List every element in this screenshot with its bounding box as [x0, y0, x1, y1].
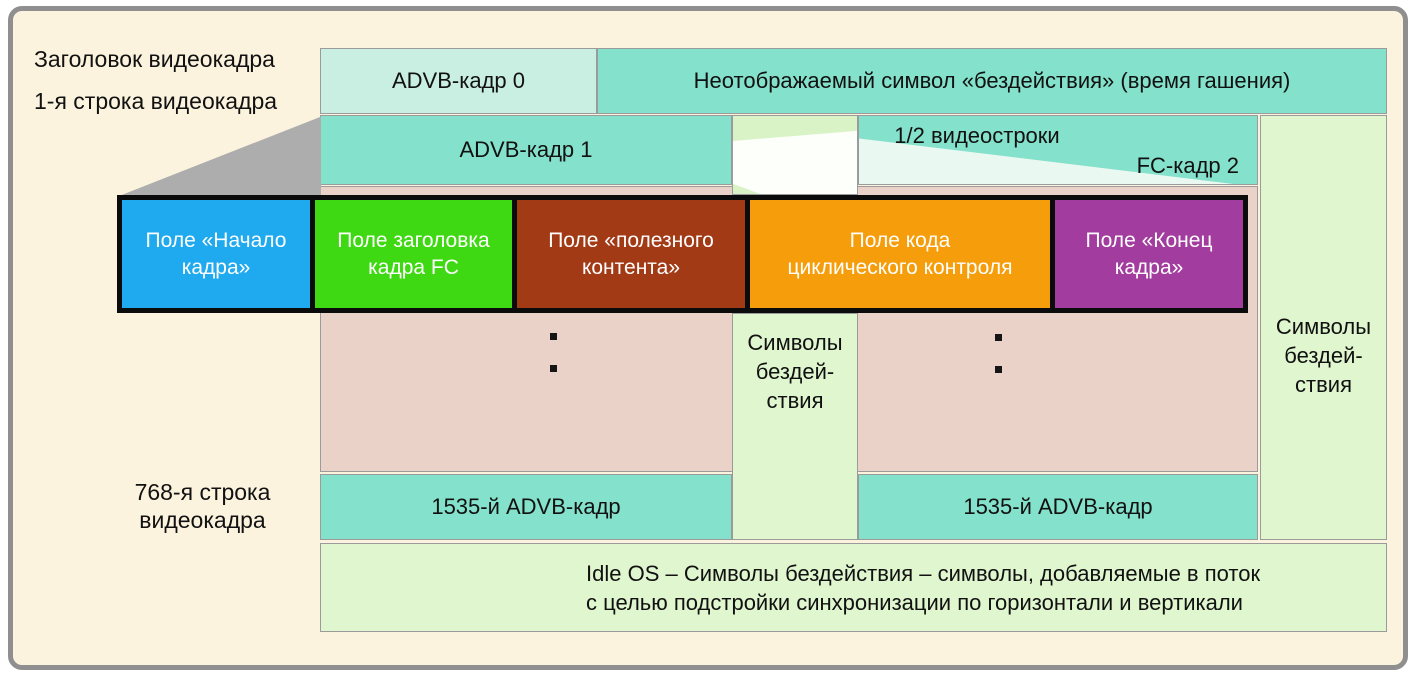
field-fc-line-2: кадра FC — [368, 256, 459, 279]
field-payload: Поле «полезного контента» — [517, 200, 745, 308]
idle-middle-line-2: бездей- — [755, 359, 835, 384]
blanking-symbol-label: Неотображаемый символ «бездействия» (вре… — [693, 68, 1291, 93]
idle-symbols-column-right: Символы бездей- ствия — [1260, 115, 1387, 540]
half-video-line-label: 1/2 видеостроки — [894, 123, 1060, 148]
field-start-line-1: Поле «Начало — [145, 229, 287, 252]
advb-frame-1535-left-label: 1535-й ADVB-кадр — [431, 494, 621, 519]
fc-frame-2-label: FC-кадр 2 — [1136, 153, 1239, 178]
field-payload-line-2: контента» — [581, 256, 681, 279]
field-crc: Поле кода циклического контроля — [750, 200, 1050, 308]
advb-frame-1535-right-box: 1535-й ADVB-кадр — [858, 474, 1258, 540]
idle-right-line-3: ствия — [1295, 372, 1352, 397]
idle-middle-line-1: Символы — [747, 330, 843, 355]
continuation-dot — [995, 366, 1002, 373]
field-end-line-2: кадра» — [1114, 256, 1184, 279]
field-fc-header: Поле заголовка кадра FC — [315, 200, 512, 308]
half-video-line-box: 1/2 видеостроки FC-кадр 2 — [858, 115, 1258, 185]
field-end-line-1: Поле «Конец — [1085, 229, 1213, 252]
label-768th-line-2: видеокадра — [139, 507, 266, 533]
continuation-dot — [550, 333, 557, 340]
idle-right-line-2: бездей- — [1284, 343, 1363, 368]
advb-frame-fields-row: Поле «Начало кадра» Поле заголовка кадра… — [117, 195, 1248, 313]
label-768th-line-1: 768-я строка — [134, 479, 271, 505]
label-first-line: 1-я строка видеокадра — [34, 88, 278, 114]
advb-frame-1-box: ADVB-кадр 1 — [320, 115, 732, 185]
advb-frame-1535-left-box: 1535-й ADVB-кадр — [320, 474, 732, 540]
field-crc-line-2: циклического контроля — [787, 256, 1013, 279]
idle-os-note-box: Idle OS – Символы бездействия – символы,… — [320, 543, 1387, 632]
label-768th-line: 768-я строка видеокадра — [95, 478, 310, 534]
idle-os-note-text: Idle OS – Символы бездействия – символы,… — [586, 559, 1260, 617]
field-start-line-2: кадра» — [181, 256, 251, 279]
advb-frame-1-label: ADVB-кадр 1 — [459, 137, 593, 162]
field-end-of-frame: Поле «Конец кадра» — [1055, 200, 1243, 308]
label-frame-header: Заголовок видеокадра — [34, 46, 275, 72]
advb-frame-0-label: ADVB-кадр 0 — [392, 68, 525, 93]
field-crc-line-1: Поле кода — [849, 229, 951, 252]
continuation-dot — [995, 334, 1002, 341]
blanking-symbol-box: Неотображаемый символ «бездействия» (вре… — [597, 48, 1387, 114]
idle-middle-line-3: ствия — [766, 388, 824, 413]
idle-column-upper-segment — [732, 115, 858, 195]
field-start-of-frame: Поле «Начало кадра» — [122, 200, 310, 308]
idle-symbols-column-middle: Символы бездей- ствия — [732, 313, 858, 540]
continuation-dot — [550, 365, 557, 372]
field-payload-line-1: Поле «полезного — [548, 229, 714, 252]
idle-os-note-line-1: Idle OS – Символы бездействия – символы,… — [586, 561, 1261, 586]
idle-os-note-line-2: с целью подстройки синхронизации по гори… — [586, 590, 1243, 615]
advb-frame-0-box: ADVB-кадр 0 — [320, 48, 597, 114]
advb-frame-1535-right-label: 1535-й ADVB-кадр — [963, 494, 1153, 519]
idle-right-line-1: Символы — [1275, 314, 1372, 339]
green-wedge-top — [733, 116, 857, 141]
field-fc-line-1: Поле заголовка — [337, 229, 490, 252]
